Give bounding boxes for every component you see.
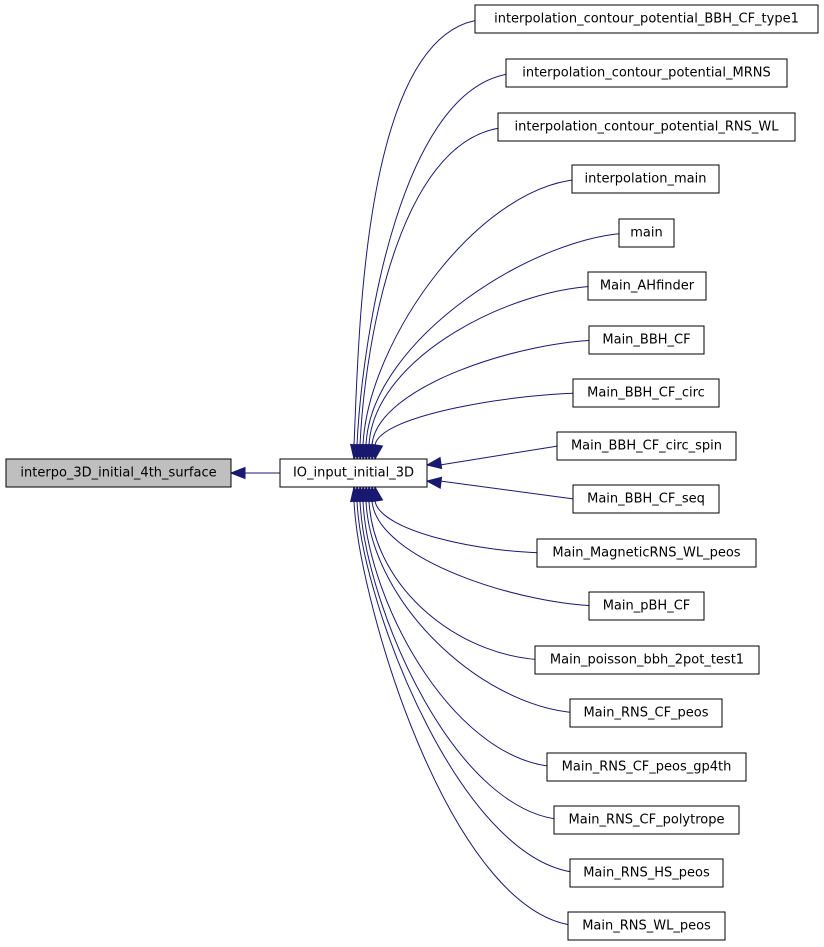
caller-node-box [569,698,723,728]
edge-line [439,445,559,466]
arrowhead-icon [425,476,443,489]
edge-line [365,500,586,714]
caller-node-main-rns-cf-peos[interactable]: Main_RNS_CF_peos [569,698,723,728]
caller-node-label: interpolation_main [585,172,707,187]
caller-node-main[interactable]: main [618,218,675,248]
caller-node-main-magneticrns-wl-peos[interactable]: Main_MagneticRNS_WL_peos [536,538,757,568]
edge-main-bbh-cf-seq [425,476,575,500]
caller-node-main-bbh-cf-seq[interactable]: Main_BBH_CF_seq [572,484,720,514]
edge-line [371,339,605,446]
edge-line [374,392,589,446]
caller-node-label: main [630,226,662,241]
caller-node-box [588,591,705,621]
caller-node-main-rns-cf-peos-gp4th[interactable]: Main_RNS_CF_peos_gp4th [546,752,747,782]
caller-node-label: Main_BBH_CF_circ_spin [571,439,722,454]
caller-node-box [497,112,796,142]
edge-main-magneticrns-wl-peos [370,485,553,554]
node-hub[interactable]: IO_input_initial_3D [279,458,428,488]
edge-line [362,178,588,446]
caller-node-main-rns-hs-peos[interactable]: Main_RNS_HS_peos [569,858,724,888]
caller-node-label: Main_RNS_WL_peos [582,919,711,934]
edge-line [356,72,522,446]
caller-node-main-bbh-cf[interactable]: Main_BBH_CF [588,325,705,355]
caller-node-box [556,431,737,461]
caller-node-box [588,325,705,355]
caller-node-label: Main_RNS_CF_peos_gp4th [562,760,732,775]
caller-node-box [569,858,724,888]
caller-node-box [572,378,720,408]
edge-line [368,500,551,661]
edge-line [353,18,491,446]
caller-node-box [587,271,707,301]
edge-line [371,500,605,607]
caller-node-box [571,164,720,194]
caller-node-label: Main_pBH_CF [603,599,691,614]
caller-node-box [553,805,740,835]
edge-line [365,232,635,446]
edge-main-bbh-cf-circ-spin [425,445,559,470]
caller-node-label: interpolation_contour_potential_RNS_WL [515,120,780,135]
node-hub-box [279,458,428,488]
caller-node-label: interpolation_contour_potential_BBH_CF_t… [494,12,799,27]
edge-interpolation-contour-potential-bbh-cf-type1 [349,18,491,461]
caller-node-label: Main_RNS_HS_peos [583,866,710,881]
caller-node-main-pbh-cf[interactable]: Main_pBH_CF [588,591,705,621]
arrowhead-icon [349,485,363,503]
node-focus[interactable]: interpo_3D_initial_4th_surface [5,458,232,488]
edge-line [353,500,584,927]
caller-node-box [534,645,760,675]
caller-node-box [536,538,757,568]
caller-node-box [546,752,747,782]
caller-node-box [618,218,675,248]
edge-main-rns-wl-peos [349,485,584,927]
caller-node-label: interpolation_contour_potential_MRNS [522,66,771,81]
caller-node-interpolation-contour-potential-rns-wl[interactable]: interpolation_contour_potential_RNS_WL [497,112,796,142]
edge-line [359,126,514,446]
caller-node-box [505,58,788,88]
node-focus-label: interpo_3D_initial_4th_surface [20,466,216,481]
edge-line [374,500,553,554]
caller-nodes: interpolation_contour_potential_BBH_CF_t… [474,4,819,941]
caller-node-box [567,911,726,941]
arrowhead-icon [229,466,246,480]
edge-interpolation-main [358,178,588,461]
caller-node-label: Main_RNS_CF_peos [583,706,708,721]
edge-line [359,500,570,821]
caller-node-main-rns-cf-polytrope[interactable]: Main_RNS_CF_polytrope [553,805,740,835]
caller-node-label: Main_AHfinder [600,279,695,294]
caller-node-box [474,4,819,34]
caller-node-main-bbh-cf-circ-spin[interactable]: Main_BBH_CF_circ_spin [556,431,737,461]
edge-line [356,500,586,874]
caller-node-main-rns-wl-peos[interactable]: Main_RNS_WL_peos [567,911,726,941]
edge-line [362,500,563,768]
edge-hub-to-focus [229,466,280,480]
caller-node-label: Main_MagneticRNS_WL_peos [552,546,740,561]
arrowhead-icon [425,456,443,470]
edge-main-poisson-bbh-2pot-test1 [364,485,551,661]
node-hub-label: IO_input_initial_3D [293,466,414,481]
caller-node-main-ahfinder[interactable]: Main_AHfinder [587,271,707,301]
edge-main-bbh-cf-circ [370,392,589,461]
caller-node-interpolation-main[interactable]: interpolation_main [571,164,720,194]
caller-node-interpolation-contour-potential-mrns[interactable]: interpolation_contour_potential_MRNS [505,58,788,88]
edge-line [439,480,575,500]
caller-node-label: Main_BBH_CF_seq [587,492,705,507]
caller-node-label: Main_BBH_CF [602,333,690,348]
node-focus-box [5,458,232,488]
edge-line [368,285,604,446]
caller-node-box [572,484,720,514]
caller-node-label: Main_poisson_bbh_2pot_test1 [550,653,744,668]
edge-interpolation-contour-potential-rns-wl [355,126,514,461]
caller-node-label: Main_BBH_CF_circ [587,386,705,401]
arrowhead-icon [370,443,384,461]
caller-node-main-poisson-bbh-2pot-test1[interactable]: Main_poisson_bbh_2pot_test1 [534,645,760,675]
edge-main-rns-cf-peos [361,485,586,714]
caller-node-main-bbh-cf-circ[interactable]: Main_BBH_CF_circ [572,378,720,408]
edges-layer [229,18,635,927]
caller-node-label: Main_RNS_CF_polytrope [569,813,725,828]
caller-node-interpolation-contour-potential-bbh-cf-type1[interactable]: interpolation_contour_potential_BBH_CF_t… [474,4,819,34]
